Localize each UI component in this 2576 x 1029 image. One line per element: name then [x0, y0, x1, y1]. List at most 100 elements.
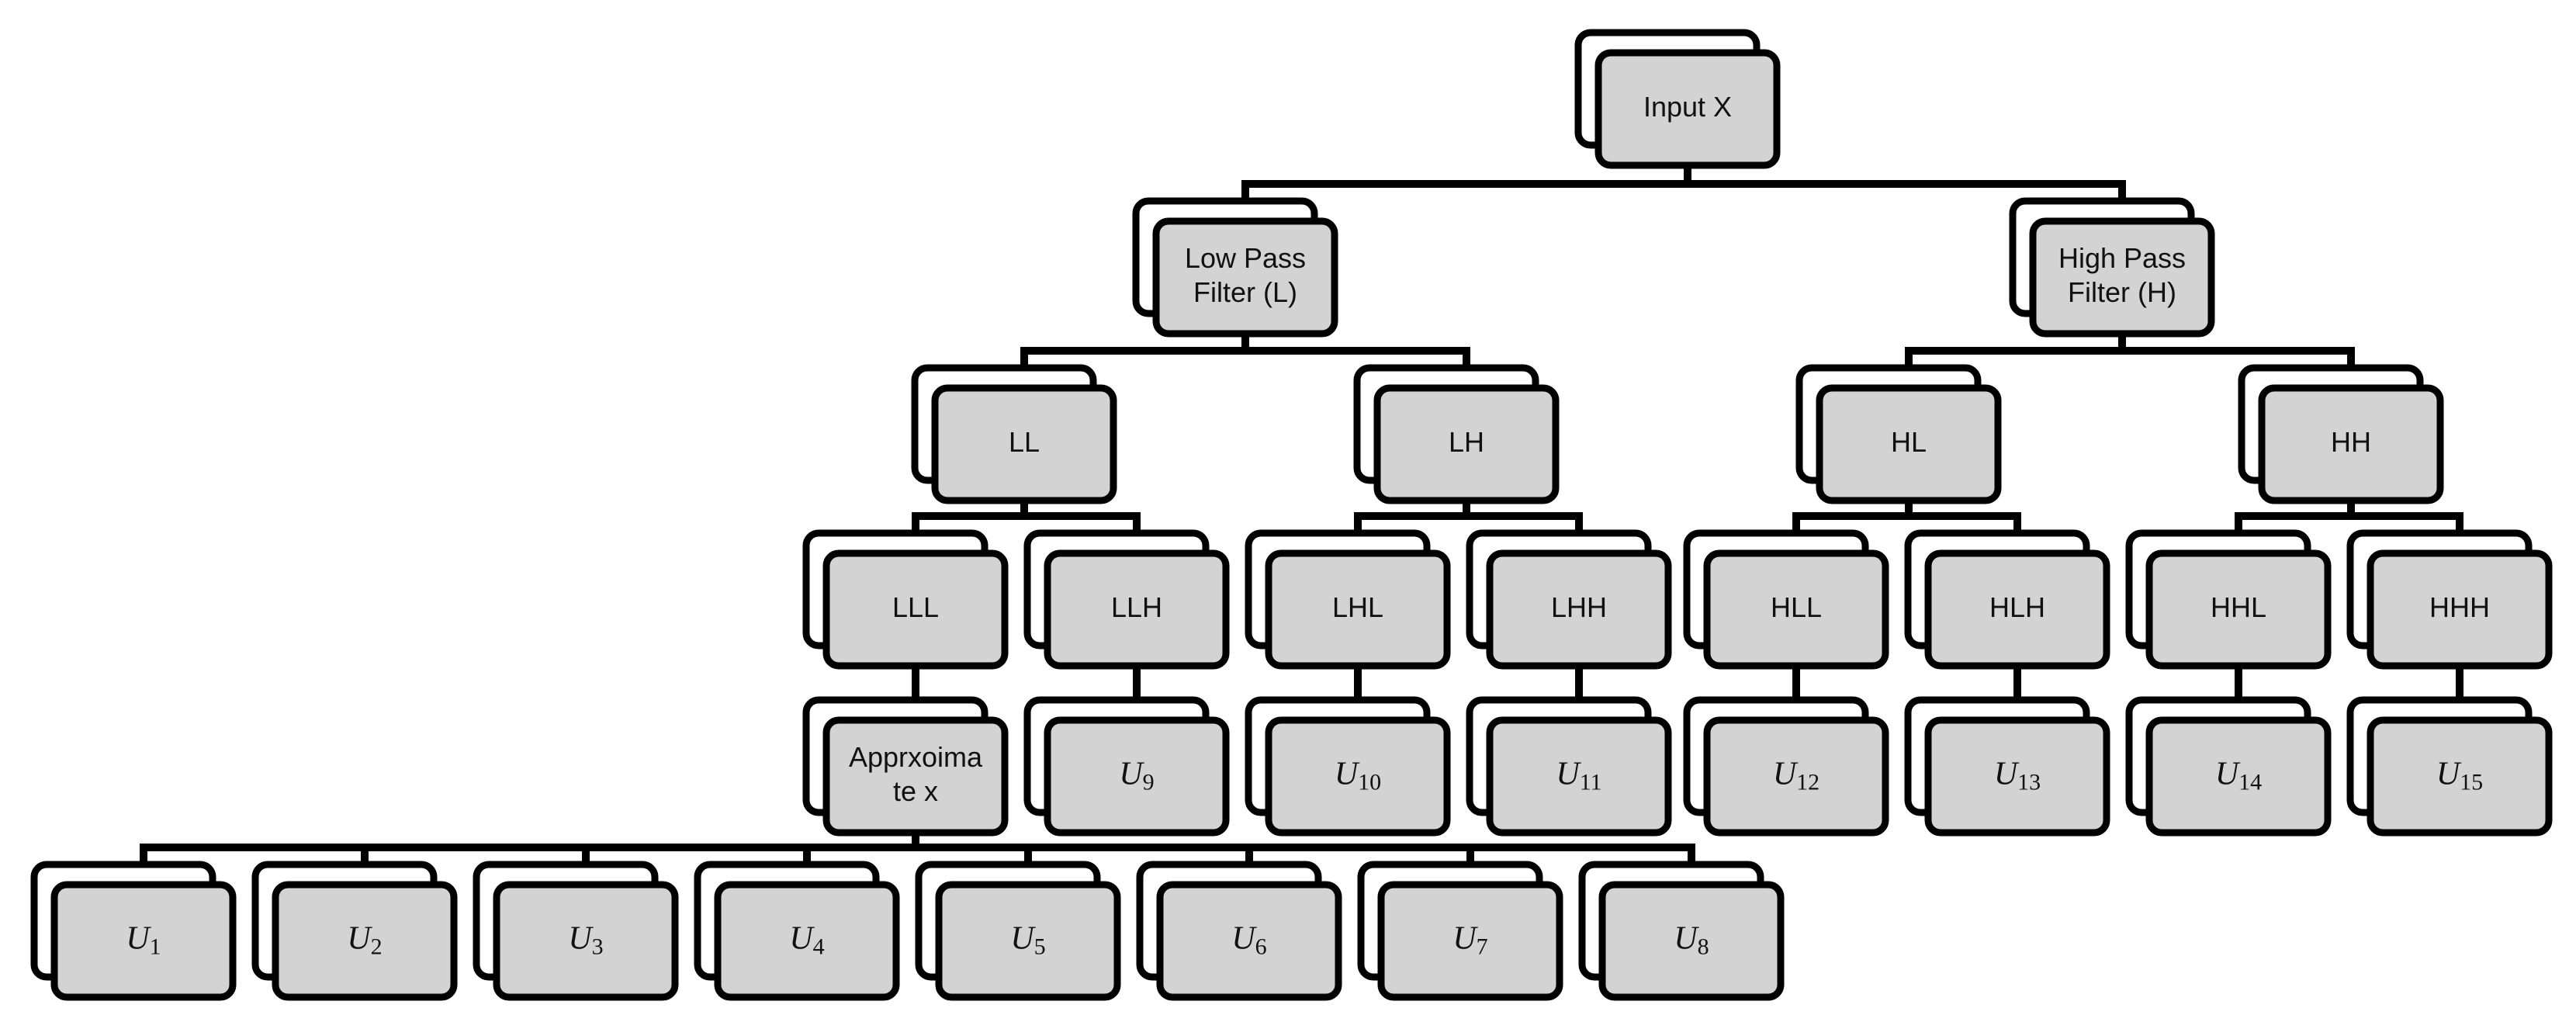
- u-subscript: 13: [2017, 769, 2041, 795]
- node-u9: U9: [1023, 696, 1230, 837]
- u-symbol: U: [1231, 920, 1257, 956]
- node-box: [1156, 881, 1342, 1001]
- u-symbol: U: [1452, 920, 1478, 956]
- node-label: LH: [1449, 426, 1484, 458]
- node-box: [2258, 384, 2444, 504]
- u-symbol: U: [1119, 756, 1144, 792]
- node-label: U5: [1010, 920, 1045, 959]
- u-subscript: 6: [1255, 934, 1267, 959]
- node-label: U4: [789, 920, 824, 959]
- u-subscript: 14: [2238, 769, 2262, 795]
- node-label: U13: [1994, 756, 2041, 795]
- node-box: [1924, 549, 2110, 670]
- u-subscript: 12: [1796, 769, 1819, 795]
- node-label: LLL: [892, 591, 939, 623]
- node-label: U8: [1674, 920, 1709, 959]
- node-label: U2: [347, 920, 382, 959]
- node-box: [1377, 881, 1563, 1001]
- node-label: U9: [1119, 756, 1154, 795]
- u-symbol: U: [1773, 756, 1799, 792]
- node-box: [1373, 384, 1560, 504]
- node-input: Input X: [1574, 29, 1781, 169]
- node-u6: U6: [1136, 861, 1342, 1001]
- node-label: U12: [1773, 756, 1819, 795]
- node-hl: HL: [1795, 364, 2002, 504]
- node-u12: U12: [1683, 696, 1889, 837]
- node-lll: LLL: [802, 529, 1009, 670]
- node-box: [935, 881, 1121, 1001]
- node-box: [714, 881, 900, 1001]
- node-label-line: High Pass: [2058, 242, 2186, 274]
- u-symbol: U: [1556, 756, 1581, 792]
- node-u7: U7: [1357, 861, 1563, 1001]
- node-u14: U14: [2125, 696, 2332, 837]
- node-label: U1: [126, 920, 161, 959]
- u-subscript: 5: [1034, 934, 1046, 959]
- node-label-line: te x: [893, 775, 938, 807]
- node-box: [2367, 549, 2553, 670]
- u-subscript: 15: [2460, 769, 2483, 795]
- u-symbol: U: [2215, 756, 2241, 792]
- u-subscript: 3: [592, 934, 604, 959]
- node-label-line: Filter (L): [1193, 276, 1297, 308]
- node-box: [931, 384, 1117, 504]
- node-hll: HLL: [1683, 529, 1889, 670]
- node-label: LHL: [1332, 591, 1383, 623]
- node-box: [1265, 549, 1451, 670]
- node-label: LLH: [1111, 591, 1162, 623]
- node-u8: U8: [1578, 861, 1785, 1001]
- node-box: [2145, 549, 2332, 670]
- node-lh: LH: [1353, 364, 1560, 504]
- node-box: [493, 881, 679, 1001]
- node-label: HLH: [1989, 591, 2045, 623]
- u-subscript: 11: [1580, 769, 1602, 795]
- node-label: U11: [1556, 756, 1601, 795]
- node-u2: U2: [251, 861, 458, 1001]
- node-box: [822, 549, 1009, 670]
- node-box: [1703, 549, 1889, 670]
- u-subscript: 2: [371, 934, 383, 959]
- node-box: [272, 881, 458, 1001]
- u-subscript: 4: [813, 934, 825, 959]
- node-box: [1703, 716, 1889, 837]
- node-box: [1816, 384, 2002, 504]
- u-symbol: U: [347, 920, 372, 956]
- u-symbol: U: [789, 920, 815, 956]
- node-label: HHL: [2211, 591, 2266, 623]
- node-label: U3: [568, 920, 603, 959]
- node-lhl: LHL: [1245, 529, 1451, 670]
- node-box: [1265, 716, 1451, 837]
- u-subscript: 9: [1143, 769, 1155, 795]
- node-box: [1924, 716, 2110, 837]
- node-u13: U13: [1904, 696, 2110, 837]
- node-u4: U4: [694, 861, 900, 1001]
- u-symbol: U: [1335, 756, 1360, 792]
- node-label-line: Low Pass: [1185, 242, 1306, 274]
- node-ll: LL: [911, 364, 1117, 504]
- node-hhh: HHH: [2346, 529, 2553, 670]
- u-subscript: 10: [1358, 769, 1381, 795]
- node-box: [1044, 549, 1230, 670]
- node-label: HL: [1891, 426, 1927, 458]
- node-u11: U11: [1466, 696, 1672, 837]
- node-box: [1152, 217, 1338, 338]
- node-label: HH: [2331, 426, 2371, 458]
- node-u5: U5: [915, 861, 1121, 1001]
- u-symbol: U: [126, 920, 151, 956]
- node-label: HLL: [1771, 591, 1822, 623]
- node-label: U7: [1452, 920, 1487, 959]
- node-label: Input X: [1643, 91, 1732, 123]
- node-label: U6: [1231, 920, 1266, 959]
- node-hh: HH: [2238, 364, 2444, 504]
- node-label: HHH: [2429, 591, 2490, 623]
- node-box: [1598, 881, 1785, 1001]
- node-label: LHH: [1551, 591, 1607, 623]
- node-box: [1594, 49, 1781, 169]
- node-u10: U10: [1245, 696, 1451, 837]
- node-box: [822, 716, 1009, 837]
- node-label: U10: [1335, 756, 1381, 795]
